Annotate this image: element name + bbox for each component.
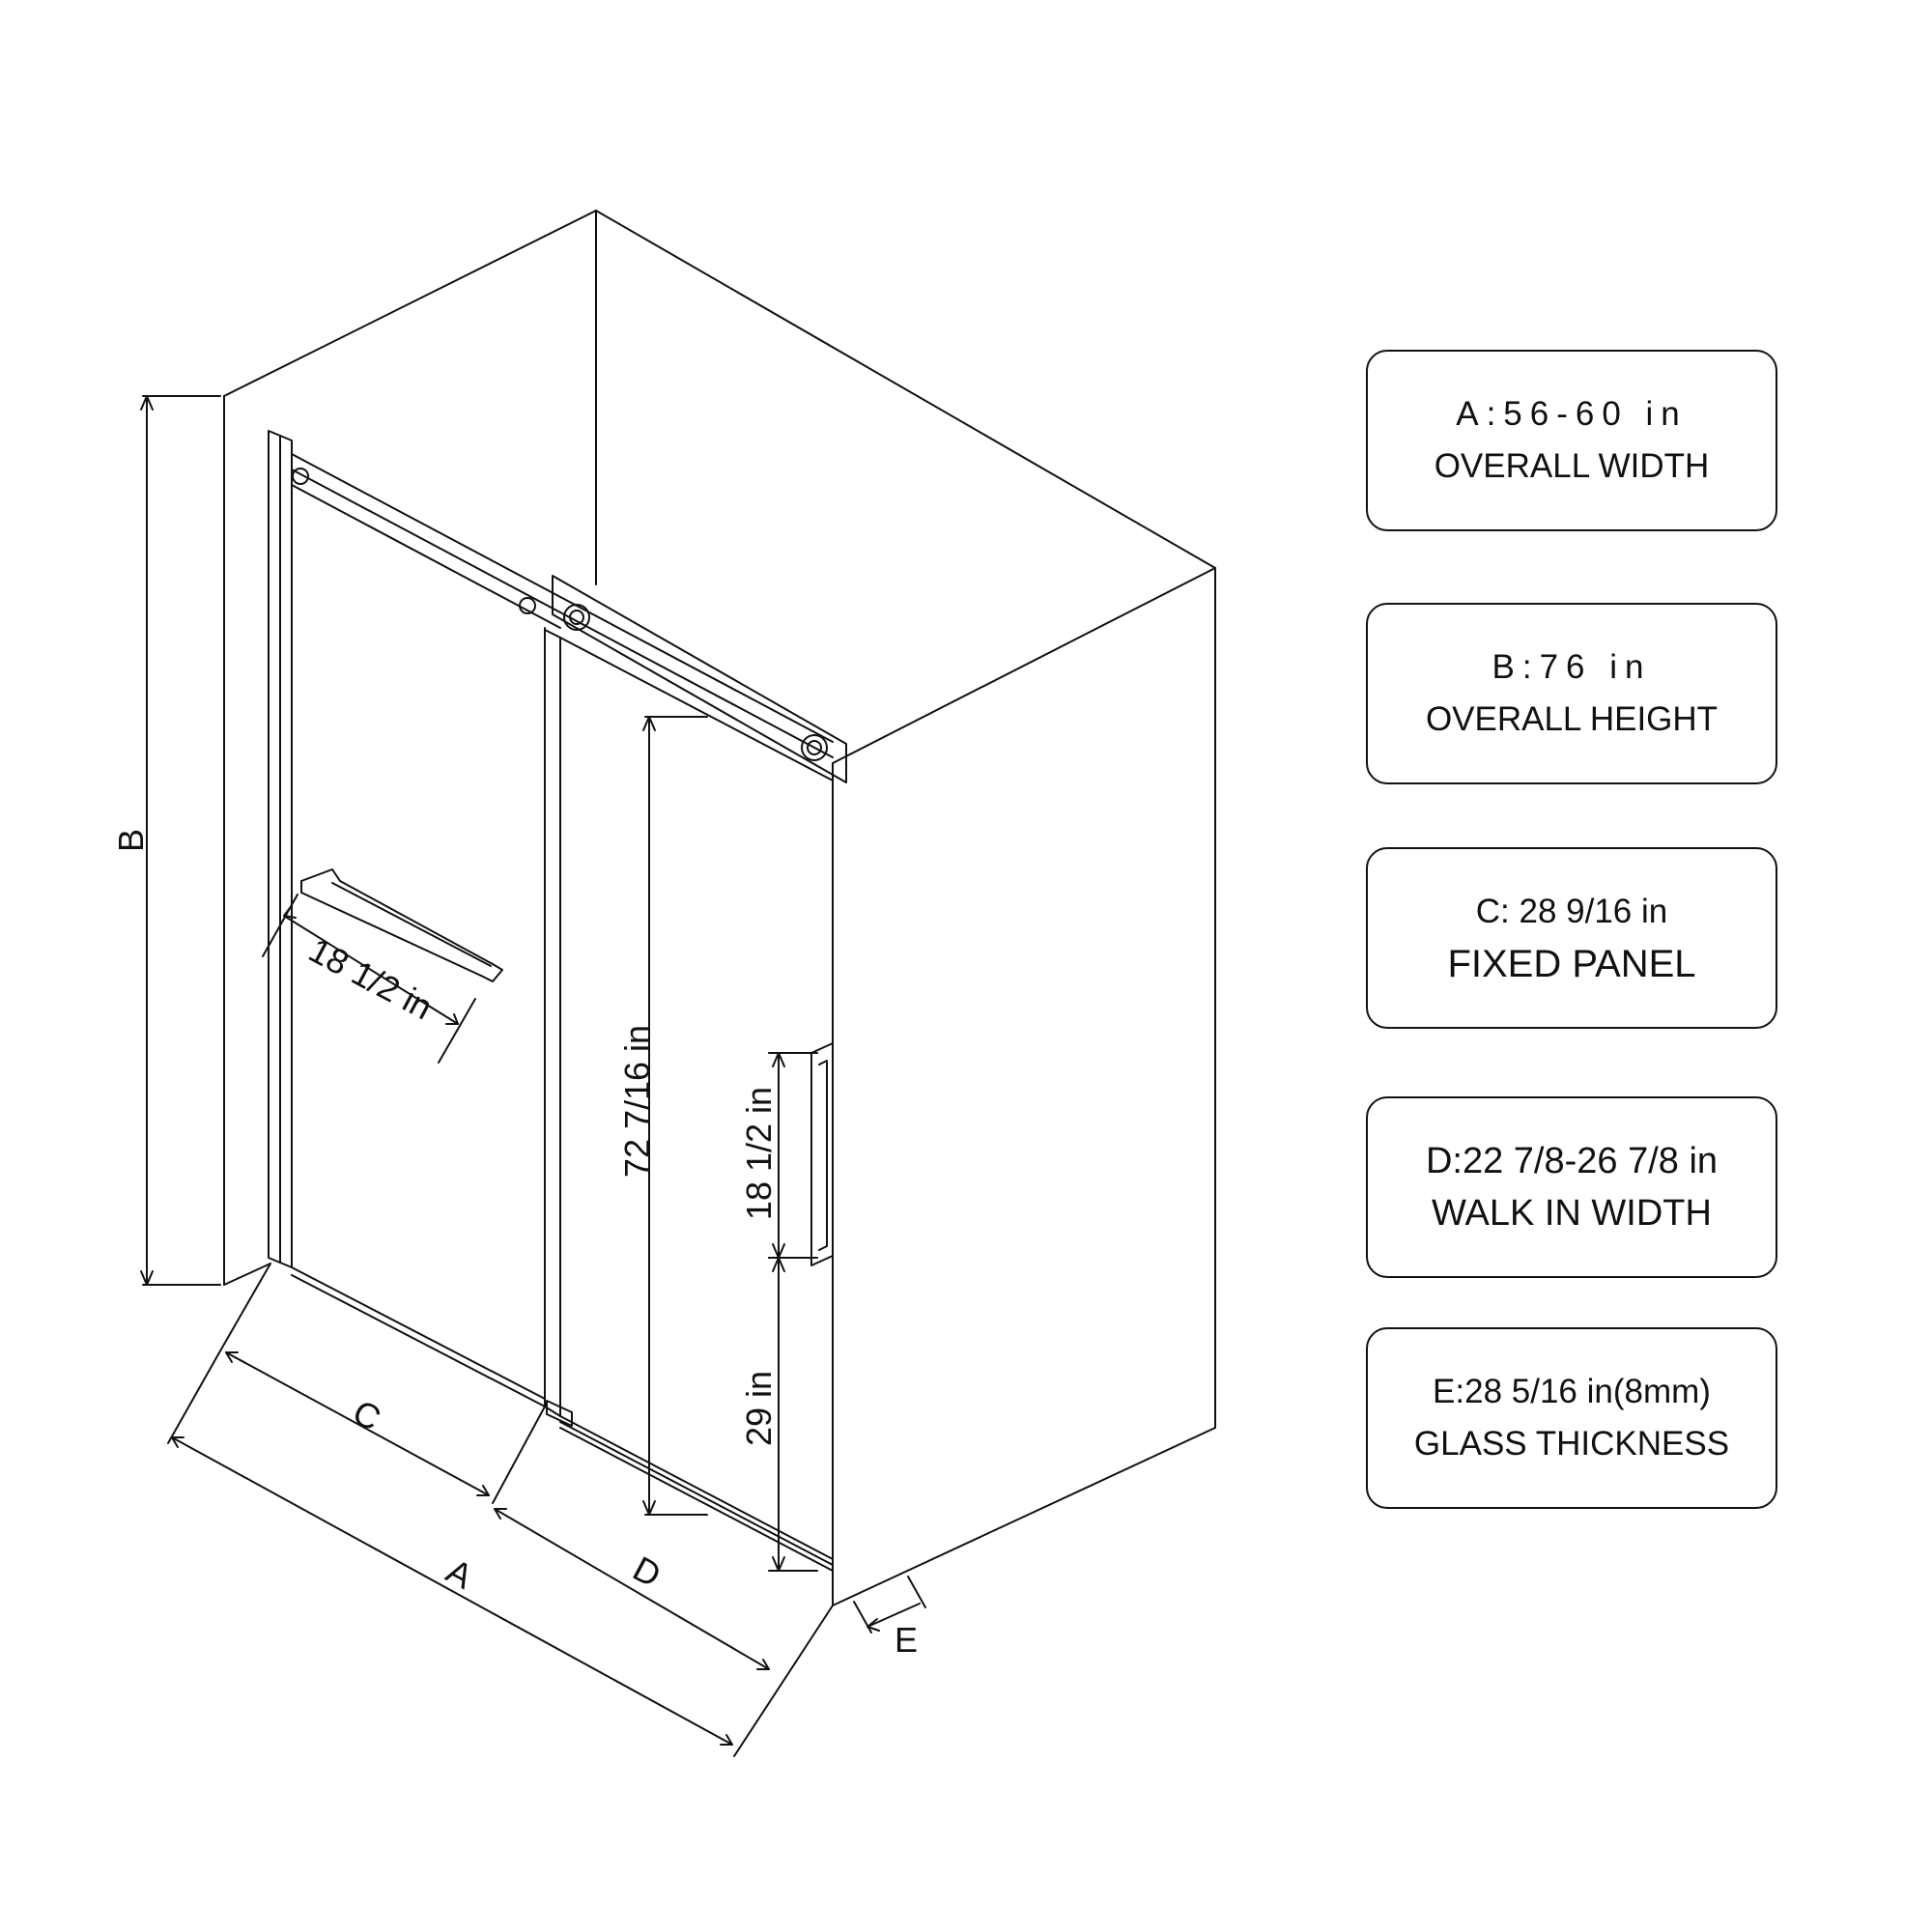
- spec-code: D:22 7/8-26 7/8 in: [1425, 1141, 1719, 1181]
- dim-line-d: [495, 1509, 769, 1669]
- top-rail: [292, 454, 846, 782]
- wall-channel: [269, 431, 292, 1267]
- dim-line-handle-height: [769, 1258, 817, 1571]
- label-c: C: [347, 1392, 387, 1438]
- spec-box-walk-in-width: D:22 7/8-26 7/8 in WALK IN WIDTH: [1366, 1096, 1777, 1278]
- dim-line-b: [141, 396, 220, 1285]
- spec-code: C: 28 9/16 in: [1475, 893, 1668, 930]
- spec-code: E:28 5/16 in(8mm): [1433, 1373, 1711, 1410]
- door-handle: [811, 1043, 833, 1265]
- label-handle-length: 18 1/2 in: [739, 1087, 779, 1220]
- label-b: B: [111, 829, 151, 852]
- dim-line-a: [168, 1354, 833, 1756]
- dim-line-door-height: [643, 717, 707, 1515]
- spec-box-overall-height: B:76 in OVERALL HEIGHT: [1366, 603, 1777, 784]
- spec-desc: OVERALL HEIGHT: [1425, 700, 1719, 738]
- dim-line-e: [854, 1577, 925, 1633]
- spec-desc: GLASS THICKNESS: [1413, 1425, 1730, 1463]
- label-handle-height: 29 in: [739, 1371, 779, 1446]
- label-e: E: [895, 1620, 918, 1660]
- spec-code: B:76 in: [1492, 648, 1652, 686]
- spec-code: A:56-60 in: [1456, 395, 1688, 433]
- dim-line-c: [218, 1264, 545, 1503]
- sliding-door: [545, 630, 833, 1571]
- spec-desc: WALK IN WIDTH: [1432, 1193, 1712, 1234]
- spec-box-glass-thickness: E:28 5/16 in(8mm) GLASS THICKNESS: [1366, 1327, 1777, 1509]
- label-d: D: [627, 1548, 668, 1595]
- dim-line-towel-bar: [263, 895, 475, 1063]
- towel-bar: [301, 869, 502, 981]
- spec-desc: OVERALL WIDTH: [1434, 447, 1710, 485]
- spec-box-fixed-panel: C: 28 9/16 in FIXED PANEL: [1366, 847, 1777, 1029]
- label-towel-bar: 18 1/2 in: [302, 929, 439, 1027]
- label-door-height: 72 7/16 in: [617, 1025, 657, 1178]
- spec-desc: FIXED PANEL: [1447, 943, 1696, 985]
- label-a: A: [440, 1550, 479, 1596]
- spec-box-overall-width: A:56-60 in OVERALL WIDTH: [1366, 350, 1777, 531]
